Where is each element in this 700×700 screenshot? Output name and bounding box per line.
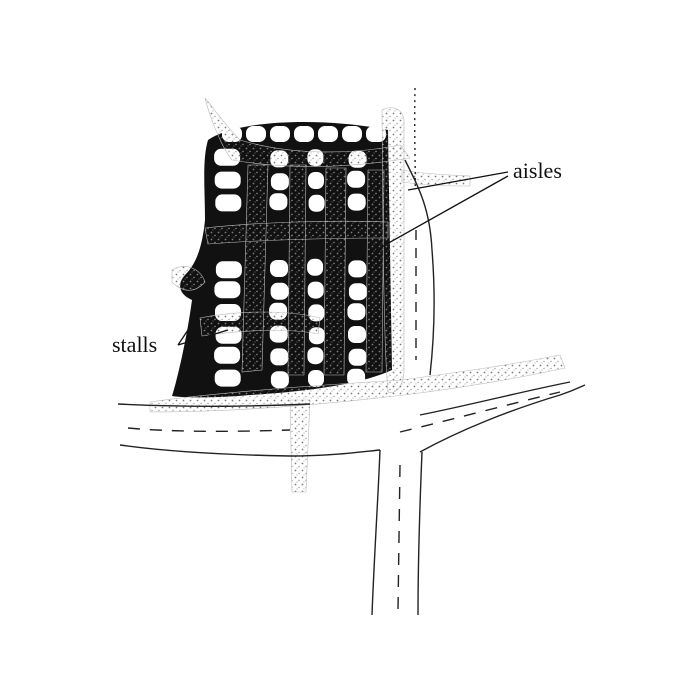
stall-cell [307, 347, 324, 365]
stall-cell [214, 171, 241, 189]
stalls-leader-1 [177, 317, 197, 346]
stall-cell [348, 348, 367, 366]
stall-cell [366, 126, 386, 142]
aisles-leader-2 [375, 175, 509, 251]
stall-cell [270, 260, 288, 277]
stall-cell [348, 260, 367, 278]
stall-cell [270, 173, 289, 191]
aisles-label: aisles [513, 158, 562, 183]
stall-cell [308, 194, 325, 212]
stall-cell [308, 172, 324, 189]
stall-cell [214, 369, 241, 387]
main-road [117, 381, 586, 457]
stall-cell [342, 126, 362, 142]
aisles [149, 97, 566, 493]
south-road [371, 449, 423, 616]
stalls-leader-2 [177, 329, 229, 346]
stall-cell [318, 126, 338, 142]
stall-cell [246, 126, 266, 142]
stall-cell [307, 281, 324, 299]
stall-cell [215, 194, 242, 212]
stall-cell [308, 370, 324, 387]
stall-cell [347, 368, 366, 386]
leader-lines [177, 171, 509, 346]
stall-cell [270, 282, 289, 300]
stall-cell [269, 193, 288, 211]
stall-cell [347, 193, 366, 211]
stall-cell [294, 126, 314, 142]
stall-cell [348, 326, 366, 343]
stall-cell [347, 170, 366, 188]
aisles-leader-1 [407, 171, 509, 191]
stall-cell [215, 261, 242, 279]
stall-cell [214, 281, 241, 299]
stall-cell [270, 371, 289, 389]
stall-cell [348, 283, 367, 301]
stall-cell [270, 126, 290, 142]
stall-cell [347, 303, 366, 321]
stall-cell [270, 348, 289, 366]
stalls-label: stalls [112, 332, 158, 357]
stall-cell [214, 346, 241, 364]
stall-cell [307, 258, 324, 276]
